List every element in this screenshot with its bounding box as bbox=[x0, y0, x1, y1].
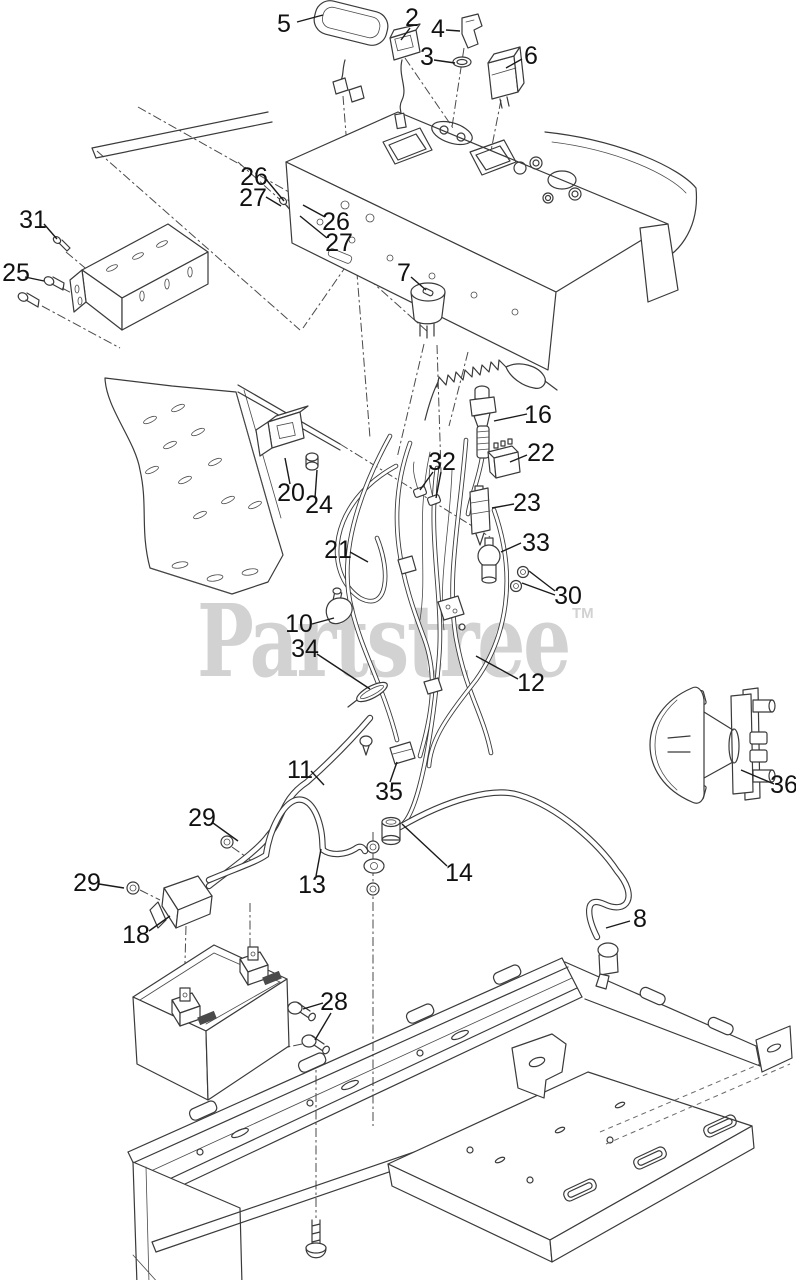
battery bbox=[132, 944, 330, 1101]
chassis-frame bbox=[127, 957, 793, 1280]
watermark-text: Partstree bbox=[197, 582, 569, 700]
wire-harness bbox=[209, 436, 629, 937]
switch-6 bbox=[487, 46, 525, 109]
callout-35: 35 bbox=[375, 778, 403, 806]
leader-lines bbox=[24, 14, 775, 1041]
callout-34: 34 bbox=[291, 635, 319, 663]
console-frame bbox=[17, 196, 341, 595]
callout-33: 33 bbox=[522, 529, 550, 557]
callout-16: 16 bbox=[524, 401, 552, 429]
bolt-25 bbox=[43, 276, 65, 291]
callout-4: 4 bbox=[431, 15, 445, 43]
tether-switch-16 bbox=[424, 359, 558, 459]
callout-labels: 5 2 4 3 6 26 27 26 27 31 25 7 16 22 23 3… bbox=[2, 4, 796, 1016]
callout-10: 10 bbox=[285, 610, 313, 638]
callout-22: 22 bbox=[527, 439, 555, 467]
clips-32 bbox=[412, 461, 442, 506]
callout-5: 5 bbox=[277, 10, 291, 38]
connector-2 bbox=[389, 23, 421, 130]
bolt-25 bbox=[17, 292, 40, 308]
horn-36 bbox=[649, 686, 776, 804]
watermark: Partstree TM bbox=[197, 582, 594, 700]
battery-bolt bbox=[287, 1001, 316, 1022]
callout-20: 20 bbox=[277, 479, 305, 507]
callout-27-b: 27 bbox=[325, 229, 353, 257]
callout-25: 25 bbox=[2, 259, 30, 287]
control-panel bbox=[91, 111, 698, 371]
watermark-tm: TM bbox=[572, 605, 594, 622]
grommet-14 bbox=[381, 816, 401, 846]
callout-3: 3 bbox=[420, 43, 434, 71]
battery-terminal bbox=[239, 946, 282, 986]
ignition-switch-7 bbox=[410, 282, 446, 339]
callout-7: 7 bbox=[397, 259, 411, 287]
nut-29 bbox=[126, 835, 380, 896]
clamp-10 bbox=[325, 587, 353, 625]
connector-35 bbox=[389, 741, 416, 765]
terminal-cover-18 bbox=[149, 875, 213, 929]
key-4 bbox=[461, 13, 483, 49]
callout-29-b: 29 bbox=[73, 869, 101, 897]
callout-18: 18 bbox=[122, 921, 150, 949]
boot-33 bbox=[477, 537, 501, 584]
callout-26-a: 26 bbox=[240, 163, 268, 191]
mount-bracket bbox=[69, 223, 209, 331]
callout-27-a: 27 bbox=[239, 184, 267, 212]
cable-tie-34 bbox=[347, 681, 388, 708]
spacer-24 bbox=[305, 452, 319, 471]
callout-14: 14 bbox=[445, 859, 473, 887]
battery-terminal bbox=[171, 987, 217, 1027]
callout-11: 11 bbox=[287, 756, 313, 784]
battery-bolt bbox=[301, 1034, 330, 1055]
callout-26-b: 26 bbox=[322, 208, 350, 236]
callout-13: 13 bbox=[298, 871, 326, 899]
callout-6: 6 bbox=[524, 42, 538, 70]
ring-3 bbox=[452, 56, 472, 68]
callout-8: 8 bbox=[633, 905, 647, 933]
bracket-20 bbox=[255, 405, 309, 457]
screw-31 bbox=[52, 235, 71, 252]
connector-22 bbox=[487, 438, 521, 479]
callout-30: 30 bbox=[554, 582, 582, 610]
plug-8 bbox=[595, 942, 619, 990]
frame-bolt bbox=[305, 1219, 327, 1259]
callout-2: 2 bbox=[405, 4, 419, 32]
connector-23 bbox=[469, 485, 491, 546]
callout-24: 24 bbox=[305, 491, 333, 519]
callout-36: 36 bbox=[770, 771, 796, 799]
clips-30 bbox=[509, 565, 530, 593]
callout-12: 12 bbox=[517, 669, 545, 697]
ring-terminal bbox=[363, 858, 385, 874]
callout-28: 28 bbox=[320, 988, 348, 1016]
callout-29-a: 29 bbox=[188, 804, 216, 832]
handle-5 bbox=[313, 0, 389, 103]
screw bbox=[359, 735, 373, 756]
callout-21: 21 bbox=[324, 536, 352, 564]
callout-23: 23 bbox=[513, 489, 541, 517]
callout-31: 31 bbox=[19, 206, 47, 234]
callout-32: 32 bbox=[428, 448, 456, 476]
